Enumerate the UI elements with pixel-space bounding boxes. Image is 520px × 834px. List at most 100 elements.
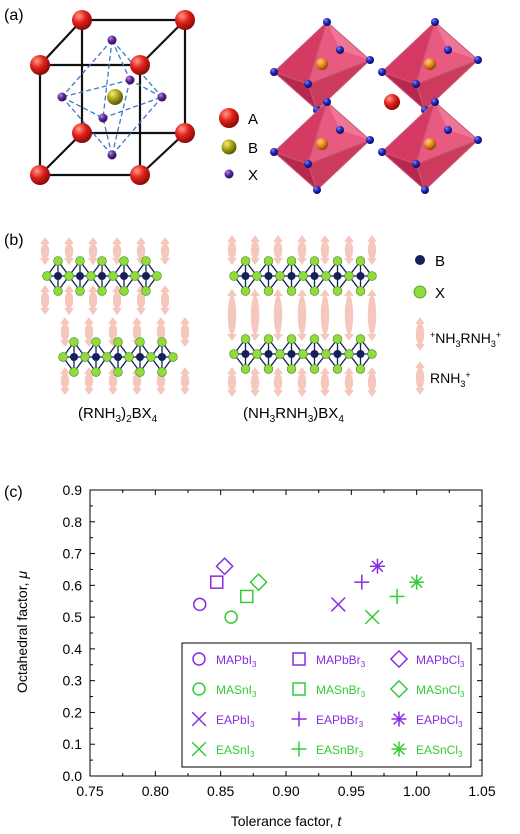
y-axis-title: Octahedral factor, μ bbox=[14, 571, 30, 693]
legend-entry-eapbi3: EAPbI3 bbox=[191, 711, 255, 729]
cation bbox=[367, 235, 377, 265]
legend-b-icon bbox=[221, 139, 237, 155]
cation bbox=[344, 235, 354, 265]
b-site-atom bbox=[107, 89, 123, 105]
svg-text:MASnCl3: MASnCl3 bbox=[416, 683, 465, 699]
svg-text:MAPbBr3: MAPbBr3 bbox=[316, 653, 366, 669]
legend-entry-masnbr3: MASnBr3 bbox=[292, 682, 366, 699]
cation bbox=[60, 367, 70, 395]
svg-text:EASnCl3: EASnCl3 bbox=[416, 743, 463, 759]
panel-b-label: (b) bbox=[4, 232, 24, 249]
svg-text:MASnI3: MASnI3 bbox=[216, 683, 257, 699]
point-mapbcl3 bbox=[215, 557, 234, 576]
cation bbox=[344, 289, 354, 341]
legend-entry-easncl3: EASnCl3 bbox=[391, 741, 463, 759]
y-tick-label: 0.5 bbox=[63, 609, 83, 625]
x-site-atoms bbox=[57, 35, 167, 160]
data-points bbox=[193, 557, 425, 625]
cation bbox=[88, 285, 98, 315]
a-site-cation bbox=[384, 94, 400, 110]
y-tick-label: 0.3 bbox=[63, 673, 83, 689]
cation bbox=[273, 367, 283, 397]
legend-entry-masncl3: MASnCl3 bbox=[389, 679, 465, 699]
svg-text:MASnBr3: MASnBr3 bbox=[316, 683, 366, 699]
cation bbox=[180, 367, 190, 395]
cation bbox=[60, 317, 70, 347]
cation bbox=[180, 317, 190, 347]
structure-nh3rnh3-bx4 bbox=[227, 235, 377, 397]
caption-rnh3-2-bx4: (RNH3)2BX4 bbox=[78, 405, 158, 425]
cation bbox=[320, 289, 330, 341]
x-tick-label: 0.95 bbox=[338, 783, 365, 799]
diammonium-cation-icon bbox=[415, 317, 425, 351]
legend-b-atom-icon bbox=[415, 255, 425, 265]
svg-text:EAPbBr3: EAPbBr3 bbox=[316, 713, 364, 729]
point-masncl3 bbox=[249, 572, 268, 592]
y-tick-label: 0.2 bbox=[63, 704, 83, 720]
cation bbox=[88, 237, 98, 265]
legend-entry-mapbcl3: MAPbCl3 bbox=[389, 649, 465, 669]
inorganic-layer bbox=[58, 337, 178, 377]
svg-text:MAPbI3: MAPbI3 bbox=[216, 653, 257, 669]
point-mapbbr3 bbox=[209, 575, 224, 589]
cation bbox=[297, 289, 307, 341]
svg-text:MAPbCl3: MAPbCl3 bbox=[416, 653, 465, 669]
cation bbox=[84, 367, 94, 395]
legend-entry-eapbbr3: EAPbBr3 bbox=[291, 711, 364, 729]
cation bbox=[160, 285, 170, 315]
cation bbox=[64, 285, 74, 315]
cation bbox=[84, 317, 94, 347]
cation bbox=[227, 289, 237, 341]
point-mapbi3 bbox=[193, 597, 207, 612]
cation bbox=[415, 317, 425, 351]
legend-a-icon bbox=[219, 108, 239, 128]
cation bbox=[367, 289, 377, 341]
octahedron-1 bbox=[270, 18, 374, 114]
octahedron-4 bbox=[378, 98, 482, 194]
x-axis-title: Tolerance factor, t bbox=[231, 813, 343, 829]
inorganic-layer bbox=[42, 256, 162, 296]
cation bbox=[250, 367, 260, 397]
legend-x-icon bbox=[224, 169, 234, 179]
legend-entry-mapbi3: MAPbI3 bbox=[192, 652, 257, 669]
x-tick-label: 1.05 bbox=[468, 783, 495, 799]
y-axis-ticks: 0.00.10.20.30.40.50.60.70.80.9 bbox=[63, 482, 482, 784]
cation bbox=[227, 235, 237, 265]
legend-x-label: X bbox=[248, 167, 258, 184]
cation bbox=[250, 289, 260, 341]
legend-monoammonium-label: RNH3+ bbox=[430, 370, 471, 389]
octahedron-3 bbox=[270, 98, 374, 194]
layered-structures bbox=[40, 235, 377, 397]
x-tick-label: 0.80 bbox=[142, 783, 169, 799]
structure-rnh3-2-bx4 bbox=[40, 237, 190, 395]
svg-text:EASnBr3: EASnBr3 bbox=[316, 743, 364, 759]
legend-entry-mapbbr3: MAPbBr3 bbox=[292, 652, 366, 669]
cation bbox=[320, 235, 330, 265]
legend-entry-eapbcl3: EAPbCl3 bbox=[391, 711, 463, 729]
panel-b: (b) (RNH3)2BX4 (NH3RNH3)BX4 B X +NH3RNH3… bbox=[4, 232, 501, 425]
legend-x-atom-label: X bbox=[435, 285, 445, 302]
cation bbox=[273, 235, 283, 265]
x-tick-label: 0.90 bbox=[272, 783, 299, 799]
legend-entry-easnbr3: EASnBr3 bbox=[291, 741, 364, 759]
panel-c-label: (c) bbox=[4, 484, 23, 501]
layer-legend: B X +NH3RNH3+ RNH3+ bbox=[413, 253, 501, 395]
cation bbox=[297, 367, 307, 397]
svg-text:EAPbI3: EAPbI3 bbox=[216, 713, 255, 729]
legend-x-atom-icon bbox=[413, 285, 427, 299]
monoammonium-cation-icon bbox=[415, 361, 425, 395]
cation bbox=[227, 367, 237, 397]
cation bbox=[367, 367, 377, 397]
point-easni3 bbox=[364, 609, 380, 625]
inorganic-layer bbox=[229, 334, 377, 374]
x-tick-label: 0.85 bbox=[207, 783, 234, 799]
cation bbox=[297, 235, 307, 265]
x-tick-label: 1.00 bbox=[403, 783, 430, 799]
y-tick-label: 0.7 bbox=[63, 546, 83, 562]
point-eapbbr3 bbox=[354, 574, 370, 590]
cation bbox=[64, 237, 74, 265]
octahedron-dashed bbox=[61, 39, 163, 156]
